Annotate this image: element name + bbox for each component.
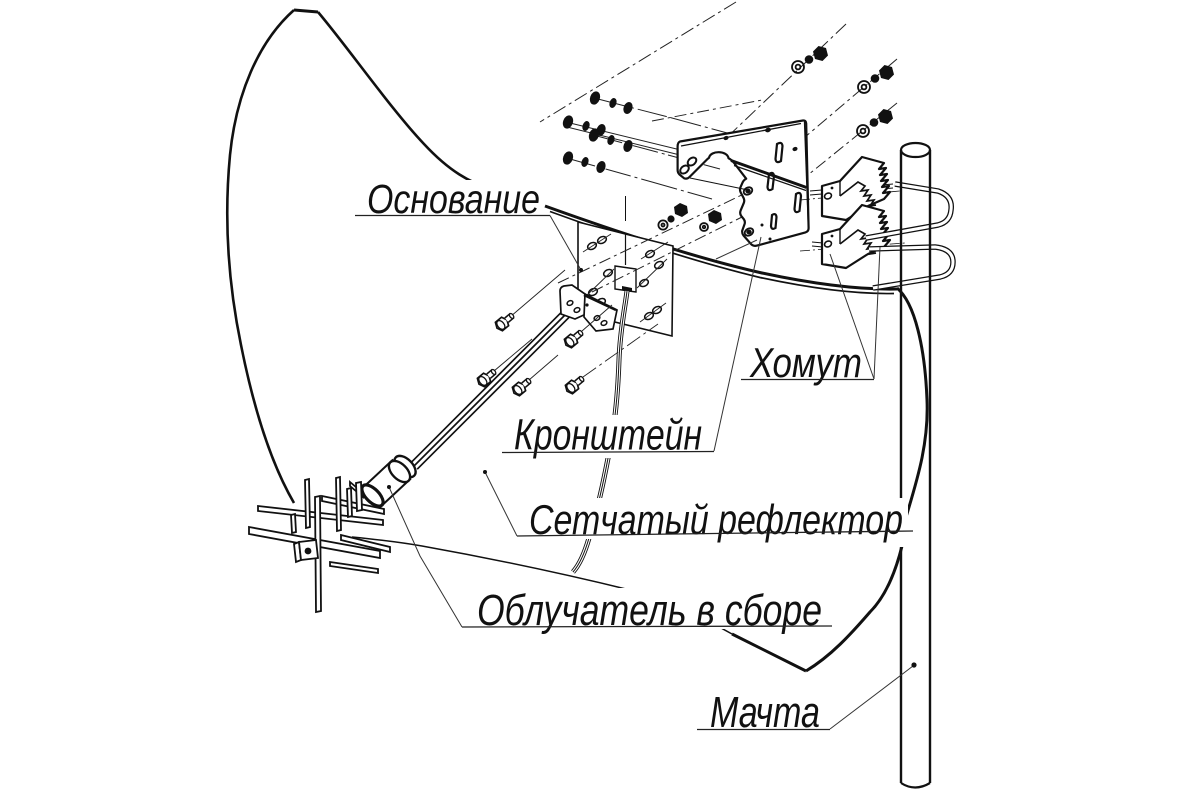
svg-text:Сетчатый рефлектор: Сетчатый рефлектор (529, 496, 903, 543)
svg-text:Хомут: Хомут (749, 339, 862, 386)
svg-text:Основание: Основание (367, 176, 540, 222)
svg-text:Мачта: Мачта (710, 688, 820, 737)
svg-text:Облучатель в сборе: Облучатель в сборе (477, 586, 822, 635)
